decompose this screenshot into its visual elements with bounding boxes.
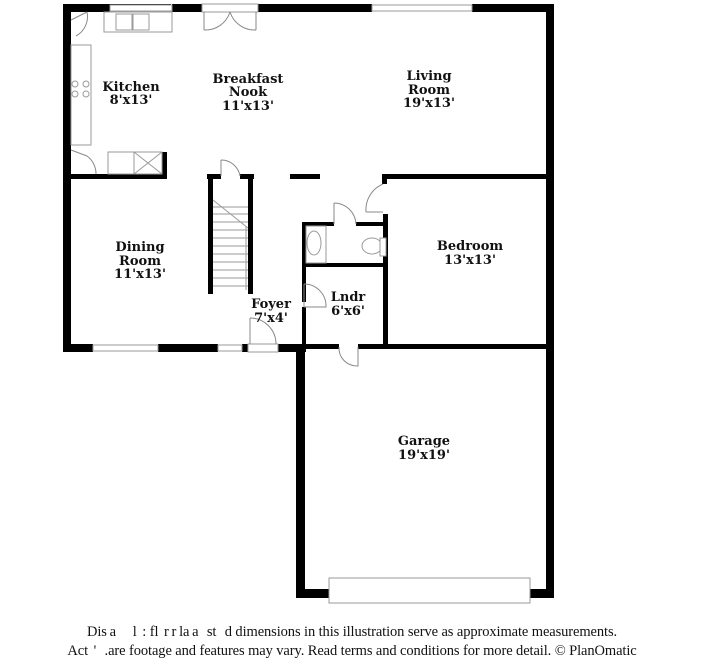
disclaimer-line-1: Dis a l : fl r r la a st d dimensions in… <box>86 624 618 640</box>
room-label-garage: Garage 19'x19' <box>398 434 450 463</box>
svg-text:Living: Living <box>406 69 451 84</box>
interior-walls <box>63 152 554 352</box>
svg-text:7'x4': 7'x4' <box>254 311 288 326</box>
bath-fixtures <box>305 225 387 264</box>
room-label-kitchen: Kitchen 8'x13' <box>102 80 160 108</box>
room-label-dining-room: Dining Room 11'x13' <box>114 240 166 282</box>
disclaimer-line-2: Act ' .are footage and features may vary… <box>67 643 637 659</box>
svg-text:Room: Room <box>408 83 450 98</box>
svg-text:11'x13': 11'x13' <box>222 99 274 114</box>
windows <box>92 4 473 352</box>
room-label-living-room: Living Room 19'x13' <box>403 69 455 111</box>
svg-text:Room: Room <box>119 254 161 269</box>
svg-text:19'x13': 19'x13' <box>403 96 455 111</box>
staircase <box>212 199 249 290</box>
svg-text:Kitchen: Kitchen <box>102 80 160 95</box>
counter <box>70 44 92 146</box>
room-label-bedroom: Bedroom 13'x13' <box>437 239 504 268</box>
svg-text:Lndr: Lndr <box>331 290 366 305</box>
room-label-laundry: Lndr 6'x6' <box>331 290 366 319</box>
garage-door <box>328 577 531 604</box>
svg-text:Foyer: Foyer <box>251 297 291 312</box>
svg-text:6'x6': 6'x6' <box>331 304 365 319</box>
svg-text:Nook: Nook <box>229 85 268 100</box>
room-label-foyer: Foyer 7'x4' <box>251 297 291 326</box>
svg-text:13'x13': 13'x13' <box>444 253 496 268</box>
svg-text:Garage: Garage <box>398 434 450 449</box>
svg-text:Breakfast: Breakfast <box>213 72 284 87</box>
doors <box>70 3 384 367</box>
kitchen-fixtures <box>70 11 173 175</box>
svg-text:19'x19': 19'x19' <box>398 448 450 463</box>
svg-text:11'x13': 11'x13' <box>114 267 166 282</box>
room-label-breakfast-nook: Breakfast Nook 11'x13' <box>213 72 284 114</box>
svg-text:8'x13': 8'x13' <box>110 93 153 108</box>
svg-text:Dining: Dining <box>115 240 164 255</box>
svg-text:Bedroom: Bedroom <box>437 239 504 254</box>
